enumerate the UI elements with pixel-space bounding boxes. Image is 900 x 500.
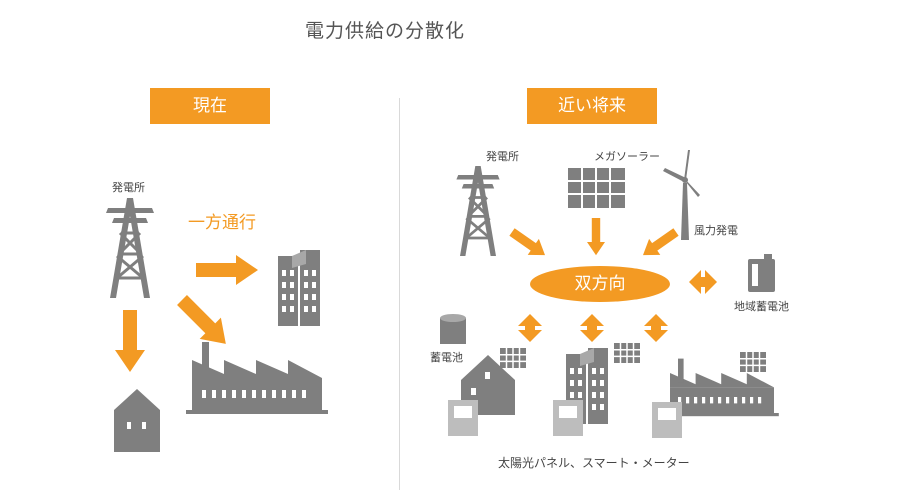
grid-battery-icon bbox=[748, 254, 775, 292]
bidirectional-label: 双方向 bbox=[574, 274, 626, 294]
solar-panel-smart-meter-caption: 太陽光パネル、スマート・メーター bbox=[498, 456, 690, 470]
mega-solar-label: メガソーラー bbox=[594, 150, 660, 163]
left-tower-icon bbox=[104, 196, 156, 300]
mega-solar-icon bbox=[568, 168, 625, 208]
dbl-arrow-grid-battery bbox=[689, 270, 717, 294]
arrow-to-building bbox=[196, 255, 258, 285]
dbl-arrow-house bbox=[518, 314, 542, 342]
arrow-to-house bbox=[115, 310, 145, 372]
left-house-icon bbox=[114, 389, 160, 452]
dbl-arrow-building bbox=[580, 314, 604, 342]
left-power-plant-label: 発電所 bbox=[112, 181, 145, 194]
dbl-arrow-factory bbox=[644, 314, 668, 342]
tag-near-future: 近い将来 bbox=[527, 88, 657, 124]
diagram-title: 電力供給の分散化 bbox=[305, 20, 466, 42]
house-solar-panel-icon bbox=[499, 347, 527, 369]
factory-solar-panel-icon bbox=[739, 351, 767, 373]
one-way-label: 一方通行 bbox=[188, 213, 256, 233]
bidirectional-hub bbox=[530, 266, 670, 302]
wind-power-label: 風力発電 bbox=[694, 224, 738, 237]
arrow-wind-to-center bbox=[637, 224, 682, 264]
factory-smart-meter-icon bbox=[652, 402, 682, 438]
right-tower-icon bbox=[455, 164, 501, 258]
house-smart-meter-icon bbox=[448, 400, 478, 436]
wind-turbine-icon bbox=[663, 150, 700, 240]
building-solar-panel-icon bbox=[613, 342, 641, 364]
left-factory-icon bbox=[186, 342, 328, 414]
left-building-icon bbox=[278, 250, 320, 326]
right-power-plant-label: 発電所 bbox=[486, 150, 519, 163]
arrow-solar-to-center bbox=[587, 218, 605, 256]
building-smart-meter-icon bbox=[553, 400, 583, 436]
grid-battery-label: 地域蓄電池 bbox=[734, 300, 789, 313]
battery-icon bbox=[440, 314, 466, 344]
battery-label: 蓄電池 bbox=[430, 351, 463, 364]
section-divider bbox=[399, 98, 400, 490]
arrow-tower-to-center bbox=[506, 224, 551, 264]
tag-current: 現在 bbox=[150, 88, 270, 124]
